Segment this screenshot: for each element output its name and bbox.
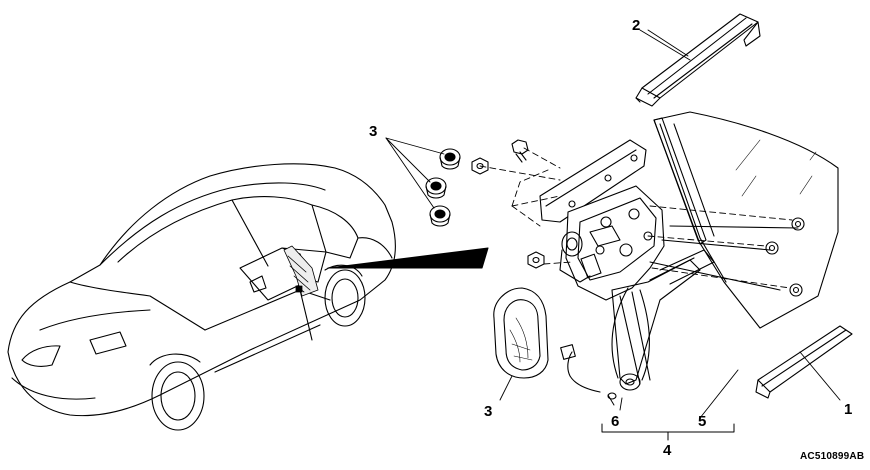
figure-code: AC510899AB xyxy=(800,451,865,462)
callout-1: 1 xyxy=(844,401,853,418)
callout-6: 6 xyxy=(611,413,620,430)
part-2-weatherstrip xyxy=(635,13,761,107)
callout-4-bracket xyxy=(601,423,735,441)
nut-and-bolt xyxy=(471,139,545,269)
pointer-wedge xyxy=(327,247,489,269)
part-3-handle-cover xyxy=(493,287,549,401)
callout-3-top: 3 xyxy=(369,123,378,140)
alignment-dashes xyxy=(479,147,793,289)
callout-2: 2 xyxy=(632,17,641,34)
car-illustration xyxy=(7,163,396,431)
callout-5: 5 xyxy=(698,413,707,430)
part-1-weatherstrip xyxy=(755,325,853,401)
part-3-grommets xyxy=(385,137,461,227)
callout-4: 4 xyxy=(663,442,672,459)
part-5-door-glass xyxy=(653,111,839,419)
callout-3-bottom: 3 xyxy=(484,403,493,420)
part-4-regulator-assembly xyxy=(539,139,799,406)
